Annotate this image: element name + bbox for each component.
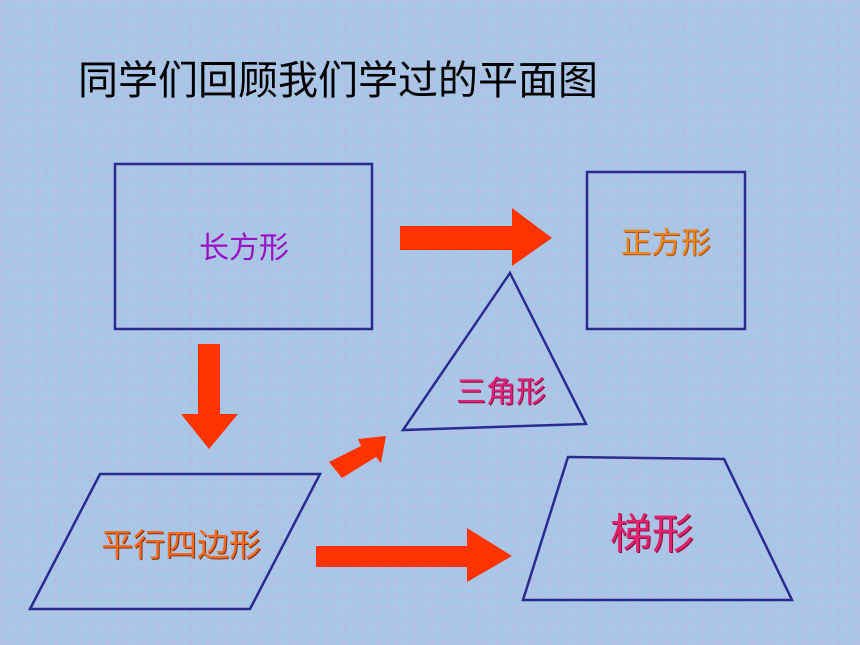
parallelogram-label: 平行四边形	[100, 526, 262, 564]
arrow-rectangle-to-square	[400, 208, 552, 266]
trapezoid-label: 梯形	[609, 509, 695, 559]
parallelogram-shape	[27, 472, 323, 611]
triangle-shape	[400, 270, 588, 432]
rectangle-label: 长方形	[199, 231, 289, 266]
triangle-label: 三角形	[456, 375, 546, 410]
page-title: 同学们回顾我们学过的平面图	[78, 58, 598, 104]
square-label: 正方形	[621, 226, 711, 261]
arrow-parallelogram-to-triangle	[329, 436, 386, 478]
rectangle-shape	[113, 162, 374, 331]
arrow-parallelogram-to-trapezoid	[316, 528, 512, 582]
square-shape	[585, 170, 747, 331]
arrow-rectangle-to-parallelogram	[181, 344, 238, 449]
trapezoid-shape	[521, 455, 794, 602]
